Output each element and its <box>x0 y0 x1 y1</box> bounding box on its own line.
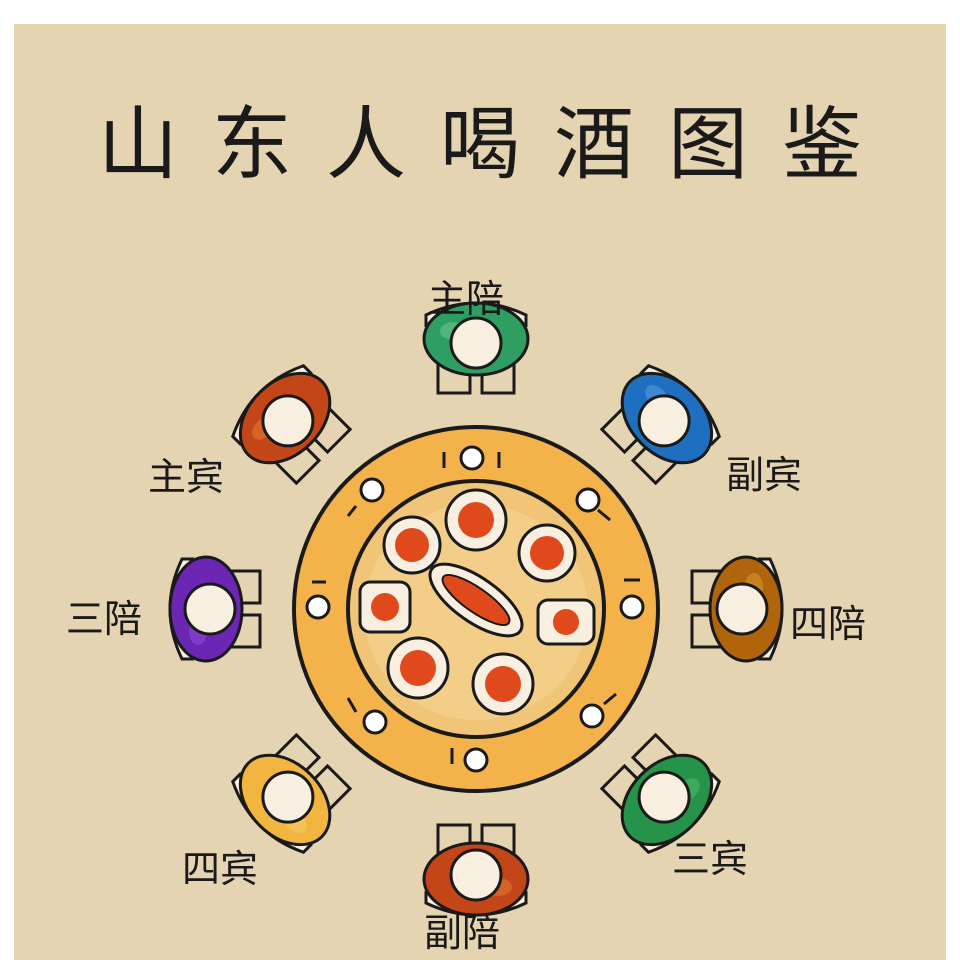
shrimp-dish-top <box>444 488 508 552</box>
seat-3 <box>599 732 721 854</box>
fish-dish <box>428 562 524 638</box>
diner-head <box>261 394 315 448</box>
chair-seat <box>436 357 516 395</box>
diner-head <box>261 770 315 824</box>
chair-seat <box>599 732 683 816</box>
seat-label: 四陪 <box>790 602 867 646</box>
seat-4 <box>422 823 530 917</box>
poster-title: 山东人喝酒图鉴 <box>98 98 896 191</box>
seat-label: 三陪 <box>66 597 143 641</box>
dish-right <box>536 598 596 646</box>
seat-label: 副陪 <box>424 911 501 955</box>
diner-head <box>449 848 503 902</box>
seat-2 <box>690 555 784 663</box>
seat-label: 主陪 <box>428 277 505 321</box>
chair-seat <box>269 402 353 486</box>
place-settings <box>305 445 645 773</box>
dishes <box>358 488 596 716</box>
place-setting <box>450 747 489 773</box>
place-setting <box>619 578 645 620</box>
place-setting <box>346 697 388 735</box>
seat-label: 副宾 <box>726 453 803 497</box>
seat-6 <box>168 555 262 663</box>
diner-head <box>449 316 503 370</box>
diner-head <box>637 770 691 824</box>
chair-seat <box>599 402 683 486</box>
place-setting <box>575 487 611 522</box>
place-setting <box>346 477 385 517</box>
seat-label: 主宾 <box>148 455 225 499</box>
diner-head <box>637 394 691 448</box>
chair-seat <box>436 823 516 861</box>
seat-0 <box>422 301 530 395</box>
dish-upper-right <box>517 523 577 583</box>
place-setting <box>305 580 331 620</box>
seat-label: 四宾 <box>182 847 259 891</box>
diner-head <box>715 582 769 636</box>
dish-upper-left <box>382 515 442 575</box>
chair-seat <box>690 569 728 649</box>
seat-7 <box>231 364 353 486</box>
dish-lower-left <box>386 636 450 700</box>
diner-head <box>183 582 237 636</box>
seat-5 <box>231 732 353 854</box>
seat-1 <box>599 364 721 486</box>
seat-label: 三宾 <box>672 837 749 881</box>
dish-left <box>358 580 412 634</box>
chair-seat <box>224 569 262 649</box>
seats <box>168 301 784 917</box>
place-setting <box>579 692 617 729</box>
dish-lower-right <box>471 652 535 716</box>
chair-seat <box>269 732 353 816</box>
place-setting <box>442 445 501 471</box>
